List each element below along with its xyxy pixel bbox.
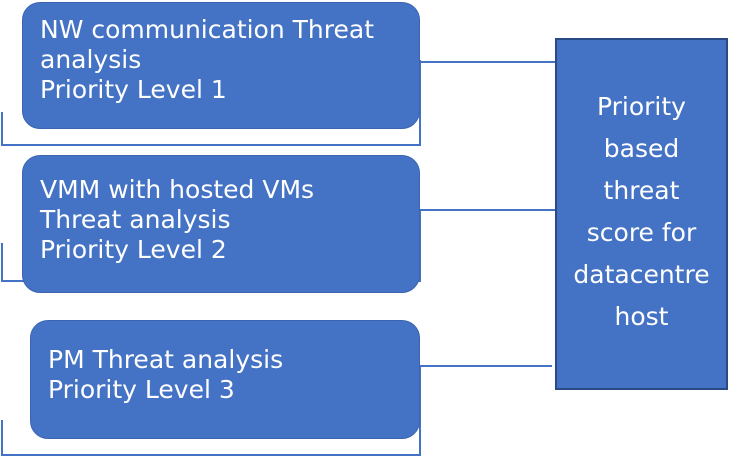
pm-threat-box: PM Threat analysis Priority Level 3 [30, 320, 420, 439]
box-2-line-2: Threat analysis [40, 205, 231, 234]
bracket-3 [1, 366, 421, 456]
target-line-4: score for [586, 218, 697, 247]
target-line-1: Priority [597, 92, 686, 121]
box-1-line-2: analysis [40, 45, 142, 74]
target-line-2: based [603, 134, 680, 163]
box-2-line-1: VMM with hosted VMs [40, 175, 315, 204]
box-2-line-3: Priority Level 2 [40, 235, 227, 264]
vmm-threat-box: VMM with hosted VMs Threat analysis Prio… [22, 155, 420, 293]
box-3-line-2: Priority Level 3 [48, 375, 235, 404]
priority-threat-score-box: Priority based threat score for datacent… [555, 38, 728, 390]
target-line-3: threat [603, 176, 680, 205]
box-3-line-1: PM Threat analysis [48, 345, 284, 374]
box-1-line-3: Priority Level 1 [40, 75, 227, 104]
box-1-line-1: NW communication Threat [40, 15, 374, 44]
target-line-5: datacentre [573, 260, 710, 289]
nw-communication-threat-box: NW communication Threat analysis Priorit… [22, 2, 420, 129]
target-line-6: host [614, 302, 669, 331]
bracket-1 [1, 60, 421, 146]
